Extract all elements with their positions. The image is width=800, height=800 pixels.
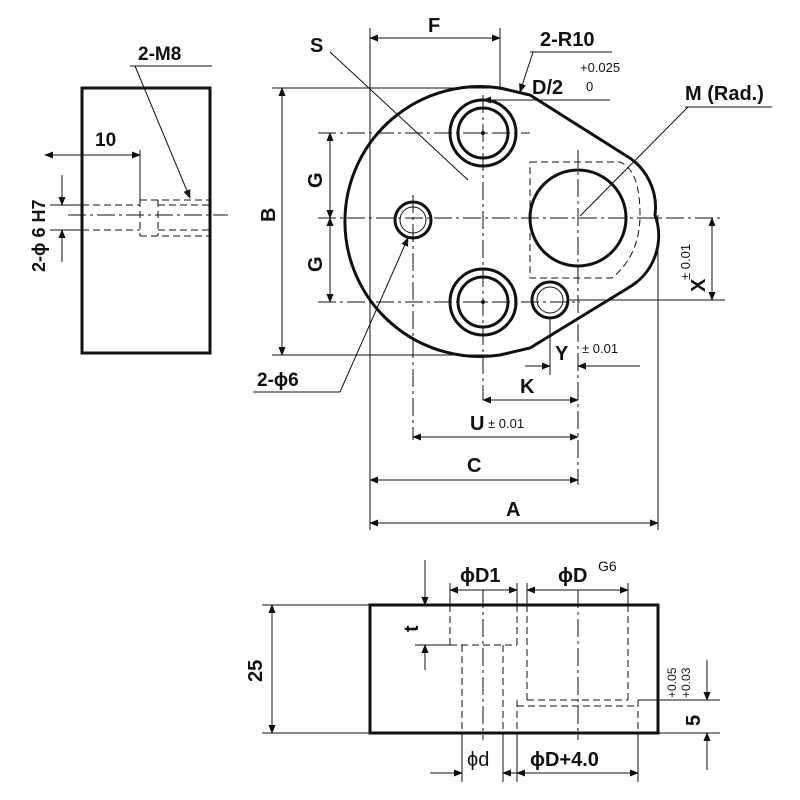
dim-d-g6: G6: [598, 558, 617, 574]
dim-d-label: ϕD: [558, 565, 587, 587]
m8-label: 2-M8: [138, 44, 181, 65]
d2-tol-up: +0.025: [580, 60, 620, 75]
dim-b-label: B: [258, 208, 280, 222]
front-view-outline: [368, 603, 660, 735]
dim-u-label: U: [470, 413, 484, 435]
upper-center-dot: [481, 131, 485, 135]
s-leader: [329, 51, 469, 181]
dim-f-label: F: [428, 15, 440, 37]
side-view-outline: [80, 86, 212, 355]
d2-label: D/2: [532, 77, 563, 99]
phi6-label: 2-ϕ6: [257, 370, 299, 391]
side-view: 10 2-M8 2-ϕ 6 H7: [29, 44, 228, 355]
front-view: ϕD1 ϕD G6 t 25 5 +0.05 +0.03 ϕd: [245, 558, 720, 782]
relief-hidden: [529, 161, 641, 279]
dim-5-label: 5: [683, 715, 705, 726]
phi6h7-label: 2-ϕ 6 H7: [29, 199, 49, 272]
plate-outline: [343, 85, 661, 358]
dim-d1-label: ϕD1: [460, 565, 501, 587]
dim-5-tol-up: +0.05: [665, 667, 679, 698]
dim-25-label: 25: [245, 660, 267, 682]
phi6-leader: [339, 237, 409, 393]
dim-k-label: K: [520, 376, 535, 398]
d2-tol-zero: 0: [586, 79, 593, 94]
dim-y-tol: ± 0.01: [582, 341, 618, 356]
dim-g-lower-label: G: [305, 256, 327, 272]
pin-hole-right-inner: [536, 286, 564, 314]
dim-g-upper-label: G: [305, 172, 327, 188]
top-view: F S 2-R10 D/2 +0.025 0 M (Rad.) B G G X …: [253, 15, 772, 530]
s-label: S: [310, 35, 323, 57]
dim-d4-label: ϕD+4.0: [530, 749, 599, 771]
dim-y-label: Y: [555, 343, 569, 365]
dim-x-tol: ± 0.01: [678, 244, 693, 280]
m8-leader: [134, 65, 191, 199]
dim-5-tol-low: +0.03: [679, 667, 693, 698]
dim-dd-label: ϕd: [467, 749, 489, 771]
dim-10-label: 10: [95, 130, 116, 151]
dim-c-label: C: [467, 455, 481, 477]
m-rad-label: M (Rad.): [685, 83, 764, 105]
dim-t-label: t: [401, 625, 423, 632]
dim-u-tol: ± 0.01: [488, 416, 524, 431]
lower-center-dot: [481, 300, 485, 304]
r10-label: 2-R10: [540, 29, 594, 51]
m-rad-leader: [579, 106, 689, 217]
dim-x-label: X: [688, 278, 710, 292]
dim-a-label: A: [506, 499, 520, 521]
r10-leader: [519, 51, 534, 93]
